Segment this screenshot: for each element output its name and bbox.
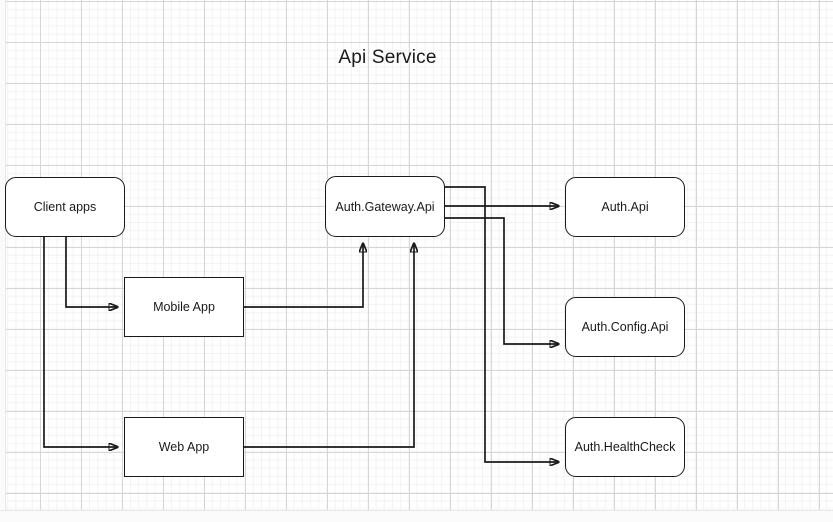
node-auth-api[interactable]: Auth.Api <box>565 177 685 237</box>
page-title: Api Service <box>338 47 437 68</box>
node-label: Mobile App <box>153 300 215 314</box>
node-label: Auth.Gateway.Api <box>335 199 435 214</box>
node-label: Auth.Config.Api <box>581 320 669 334</box>
page-bottom-margin <box>0 510 833 522</box>
node-client-apps[interactable]: Client apps <box>5 177 125 237</box>
node-label: Client apps <box>33 200 97 214</box>
edge-web-to-gateway <box>244 243 414 448</box>
node-label: Web App <box>158 440 210 454</box>
edge-mobile-to-gateway <box>244 243 363 308</box>
node-auth-config-api[interactable]: Auth.Config.Api <box>565 297 685 357</box>
page-left-margin <box>0 0 6 522</box>
node-web-app[interactable]: Web App <box>124 417 244 477</box>
edge-gateway-to-config-api <box>445 217 559 344</box>
node-auth-gateway-api[interactable]: Auth.Gateway.Api <box>325 176 445 237</box>
edge-gateway-to-healthcheck <box>445 186 559 462</box>
node-label: Auth.Api <box>601 200 649 214</box>
edge-client-to-mobile <box>65 237 118 307</box>
node-auth-healthcheck[interactable]: Auth.HealthCheck <box>565 417 685 477</box>
node-mobile-app[interactable]: Mobile App <box>124 277 244 337</box>
node-label: Auth.HealthCheck <box>574 440 676 454</box>
edge-client-to-web <box>43 237 118 447</box>
